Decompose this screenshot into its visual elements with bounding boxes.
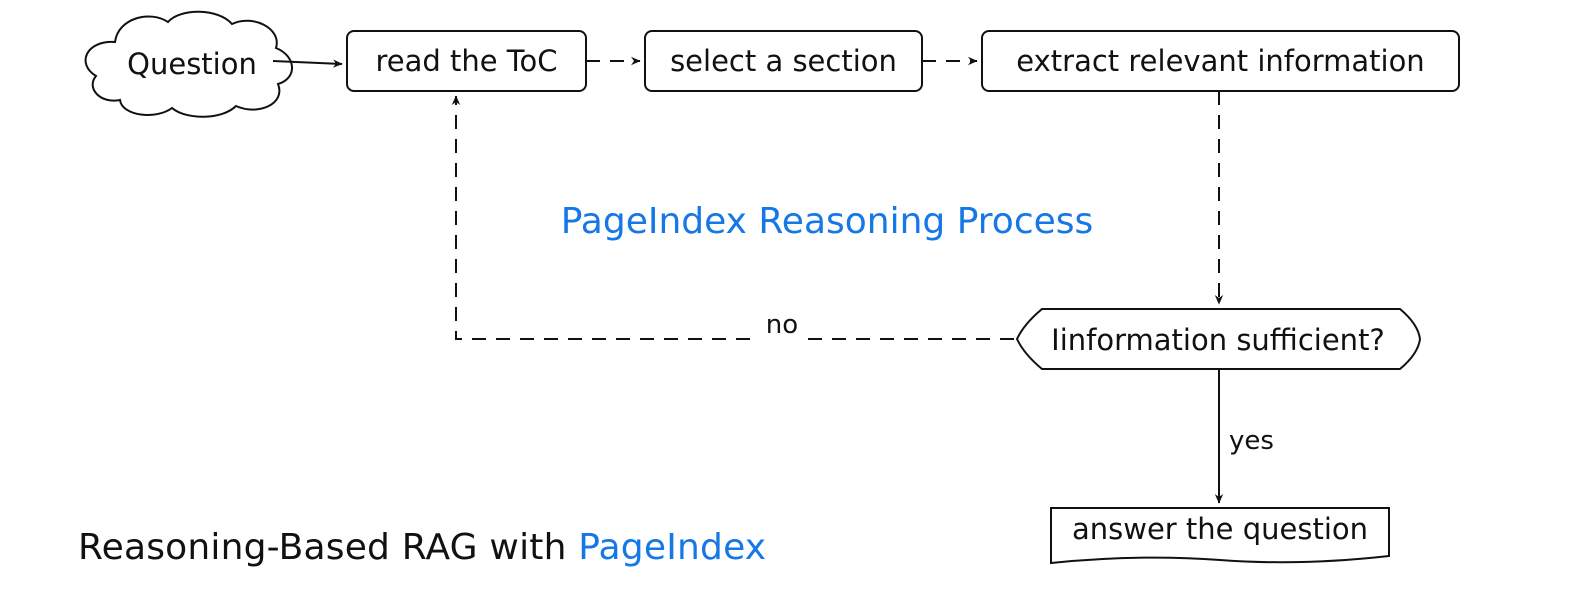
footer-caption: Reasoning-Based RAG with PageIndex bbox=[78, 522, 766, 574]
select-section-node: select a section bbox=[644, 30, 923, 92]
footer-brand: PageIndex bbox=[578, 527, 767, 568]
question-node: Question bbox=[84, 10, 293, 118]
extract-node: extract relevant information bbox=[981, 30, 1460, 92]
edge-decision-no-loop bbox=[451, 95, 1014, 340]
no-label-backdrop bbox=[760, 310, 804, 344]
question-label: Question bbox=[127, 47, 257, 81]
footer-prefix: Reasoning-Based RAG with bbox=[78, 527, 579, 568]
cloud-shape bbox=[84, 10, 293, 118]
decision-node: Iinformation sufficient? bbox=[1015, 308, 1422, 370]
edge-question-to-toc bbox=[272, 59, 343, 68]
answer-node: answer the question bbox=[1050, 507, 1390, 565]
read-toc-label: read the ToC bbox=[375, 44, 557, 78]
edge-label-yes: yes bbox=[1229, 426, 1274, 456]
answer-label: answer the question bbox=[1072, 512, 1368, 546]
decision-label: Iinformation sufficient? bbox=[1051, 323, 1385, 357]
read-toc-node: read the ToC bbox=[346, 30, 587, 92]
extract-label: extract relevant information bbox=[1016, 44, 1424, 78]
edge-label-no: no bbox=[766, 310, 798, 340]
select-section-label: select a section bbox=[670, 44, 897, 78]
process-title: PageIndex Reasoning Process bbox=[561, 201, 1094, 242]
